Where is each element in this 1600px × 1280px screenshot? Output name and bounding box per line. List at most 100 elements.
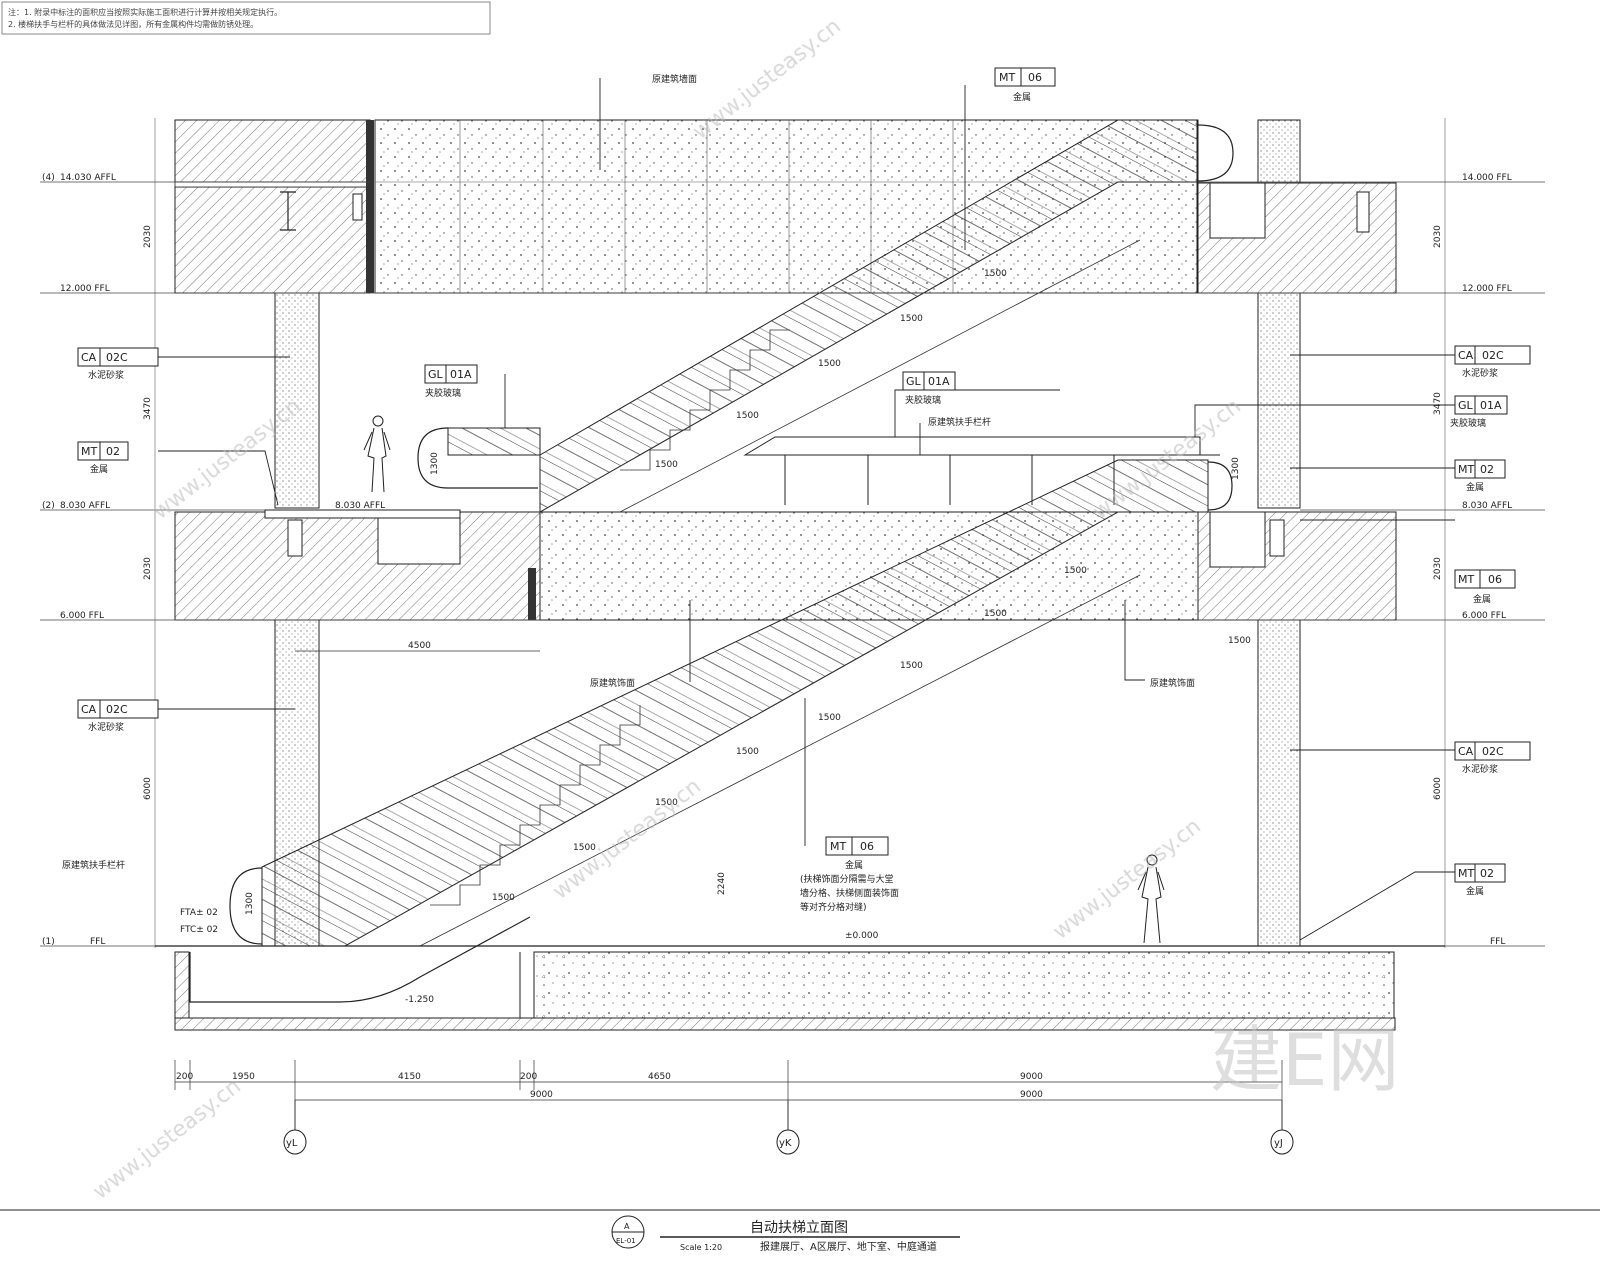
callout-texts: 原建筑墙面 原建筑扶手栏杆 原建筑饰面 原建筑饰面 原建筑扶手栏杆 (扶梯饰面分… bbox=[62, 73, 1195, 935]
callout-note-1: (扶梯饰面分隔需与大堂 bbox=[800, 873, 894, 885]
hdim-9000a: 9000 bbox=[1020, 1072, 1043, 1082]
svg-text:MT: MT bbox=[81, 445, 97, 458]
step-dim: 1500 bbox=[736, 411, 759, 421]
tag-gl01a-3: GL 01A 夹胶玻璃 bbox=[1450, 395, 1508, 429]
svg-text:06: 06 bbox=[1028, 71, 1042, 84]
level-ground: ±0.000 bbox=[845, 931, 879, 941]
level-8030-right: 8.030 AFFL bbox=[1462, 501, 1512, 511]
step-dim: 1500 bbox=[900, 661, 923, 671]
level-14000-right: 14.000 FFL bbox=[1462, 173, 1512, 183]
level-8030-mid: 8.030 AFFL bbox=[335, 501, 385, 511]
svg-text:GL: GL bbox=[428, 368, 444, 381]
level-6000: 6.000 FFL bbox=[60, 611, 104, 621]
level-ffl-right: FFL bbox=[1490, 937, 1505, 947]
drawing-subtitle: 报建展厅、A区展厅、地下室、中庭通道 bbox=[760, 1240, 937, 1253]
level-tag-1: (1) bbox=[42, 937, 55, 947]
middle-balustrade bbox=[743, 436, 1220, 505]
svg-text:夹胶玻璃: 夹胶玻璃 bbox=[1450, 417, 1486, 429]
title-block: A EL-01 自动扶梯立面图 Scale 1:20 报建展厅、A区展厅、地下室… bbox=[0, 1209, 1600, 1253]
tag-mt06-top: MT 06 金属 bbox=[994, 67, 1056, 103]
tag-gl01a-2: GL 01A 夹胶玻璃 bbox=[902, 371, 956, 406]
level-pit: -1.250 bbox=[405, 995, 434, 1005]
level-12000: 12.000 FFL bbox=[60, 284, 110, 294]
svg-text:02C: 02C bbox=[1482, 349, 1504, 362]
svg-text:MT: MT bbox=[1458, 573, 1474, 586]
step-dim: 1500 bbox=[818, 359, 841, 369]
callout-note-3: 等对齐分格对缝) bbox=[800, 901, 867, 913]
tag-mt02-3: MT 02 金属 bbox=[1454, 863, 1506, 897]
column-left-upper bbox=[274, 292, 320, 509]
step-dim: 1500 bbox=[1228, 636, 1251, 646]
tag-mt06-low: MT 06 金属 bbox=[825, 836, 889, 871]
vdim-mid-right: 3470 bbox=[1433, 392, 1443, 415]
hdim-1950: 1950 bbox=[232, 1072, 255, 1082]
svg-text:水泥砂浆: 水泥砂浆 bbox=[1462, 763, 1498, 775]
svg-text:金属: 金属 bbox=[1466, 885, 1484, 897]
vertical-dimensions: 2030 2030 3470 3470 2030 2030 6000 6000 … bbox=[143, 225, 1443, 915]
step-dim: 1500 bbox=[1064, 566, 1087, 576]
left-wall-upper bbox=[174, 119, 374, 294]
svg-text:MT: MT bbox=[1458, 463, 1474, 476]
callout-note-2: 墙分格、扶梯侧面装饰面 bbox=[800, 887, 899, 899]
column-right-upper bbox=[1257, 292, 1301, 509]
material-tags bbox=[158, 78, 1455, 941]
callout-fta: FTA± 02 bbox=[180, 908, 218, 918]
step-dim: 1500 bbox=[655, 798, 678, 808]
svg-text:水泥砂浆: 水泥砂浆 bbox=[1462, 367, 1498, 379]
human-figure-upper bbox=[363, 415, 391, 493]
callout-handrail: 原建筑扶手栏杆 bbox=[62, 859, 125, 871]
callout-top-wall: 原建筑墙面 bbox=[652, 73, 697, 85]
svg-text:水泥砂浆: 水泥砂浆 bbox=[88, 721, 124, 733]
grid-label-yj: yJ bbox=[1274, 1138, 1283, 1149]
vdim-slab-right: 2030 bbox=[1433, 557, 1443, 580]
svg-text:MT: MT bbox=[999, 71, 1015, 84]
vdim-bottom-right: 6000 bbox=[1433, 777, 1443, 800]
hdim-9000c: 9000 bbox=[1020, 1090, 1043, 1100]
level-12000-right: 12.000 FFL bbox=[1462, 284, 1512, 294]
svg-text:02: 02 bbox=[1480, 463, 1494, 476]
svg-text:GL: GL bbox=[1458, 399, 1474, 412]
hdim-4150: 4150 bbox=[398, 1072, 421, 1082]
level-8030: 8.030 AFFL bbox=[60, 501, 110, 511]
callout-ftc: FTC± 02 bbox=[180, 925, 218, 935]
vdim-rail-mid: 1300 bbox=[430, 452, 440, 475]
callout-rail: 原建筑扶手栏杆 bbox=[928, 416, 991, 428]
vdim-clear: 2240 bbox=[717, 872, 727, 895]
svg-text:金属: 金属 bbox=[1013, 91, 1031, 103]
callout-finish-right: 原建筑饰面 bbox=[1150, 677, 1195, 689]
hdim-9000b: 9000 bbox=[530, 1090, 553, 1100]
hdim-4500: 4500 bbox=[408, 641, 431, 651]
vdim-mid-left: 3470 bbox=[143, 397, 153, 420]
tag-ca02c-4: CA 02C 水泥砂浆 bbox=[1454, 741, 1531, 775]
level-tag-4: (4) bbox=[42, 173, 55, 183]
middle-slab-right bbox=[1197, 511, 1397, 621]
vdim-bottom-left: 6000 bbox=[143, 777, 153, 800]
step-dim: 1500 bbox=[984, 609, 1007, 619]
sheet-num-bottom: EL-01 bbox=[616, 1237, 636, 1245]
svg-text:GL: GL bbox=[906, 375, 922, 388]
tag-mt02-1: MT 02 金属 bbox=[77, 441, 129, 475]
human-figure-lower bbox=[1137, 854, 1165, 944]
vdim-rail-low: 1300 bbox=[245, 892, 255, 915]
drawing-title: 自动扶梯立面图 bbox=[750, 1220, 848, 1236]
hdim-200b: 200 bbox=[520, 1072, 537, 1082]
tag-ca02c-1: CA 02C 水泥砂浆 bbox=[77, 347, 159, 381]
svg-text:01A: 01A bbox=[450, 368, 472, 381]
svg-text:夹胶玻璃: 夹胶玻璃 bbox=[905, 394, 941, 406]
step-dim: 1500 bbox=[573, 843, 596, 853]
step-dim: 1500 bbox=[818, 713, 841, 723]
svg-text:02C: 02C bbox=[1482, 745, 1504, 758]
svg-text:金属: 金属 bbox=[90, 463, 108, 475]
svg-text:水泥砂浆: 水泥砂浆 bbox=[88, 369, 124, 381]
svg-text:CA: CA bbox=[1458, 349, 1474, 362]
level-14030: 14.030 AFFL bbox=[60, 173, 116, 183]
vdim-rail-right: 1300 bbox=[1231, 457, 1241, 480]
callout-finish-left: 原建筑饰面 bbox=[590, 677, 635, 689]
svg-text:金属: 金属 bbox=[1473, 593, 1491, 605]
right-wall-upper bbox=[1197, 119, 1397, 294]
svg-text:06: 06 bbox=[860, 840, 874, 853]
svg-text:MT: MT bbox=[1458, 867, 1474, 880]
grid-axes: yL yK yJ bbox=[283, 1100, 1294, 1155]
level-6000-right: 6.000 FFL bbox=[1462, 611, 1506, 621]
